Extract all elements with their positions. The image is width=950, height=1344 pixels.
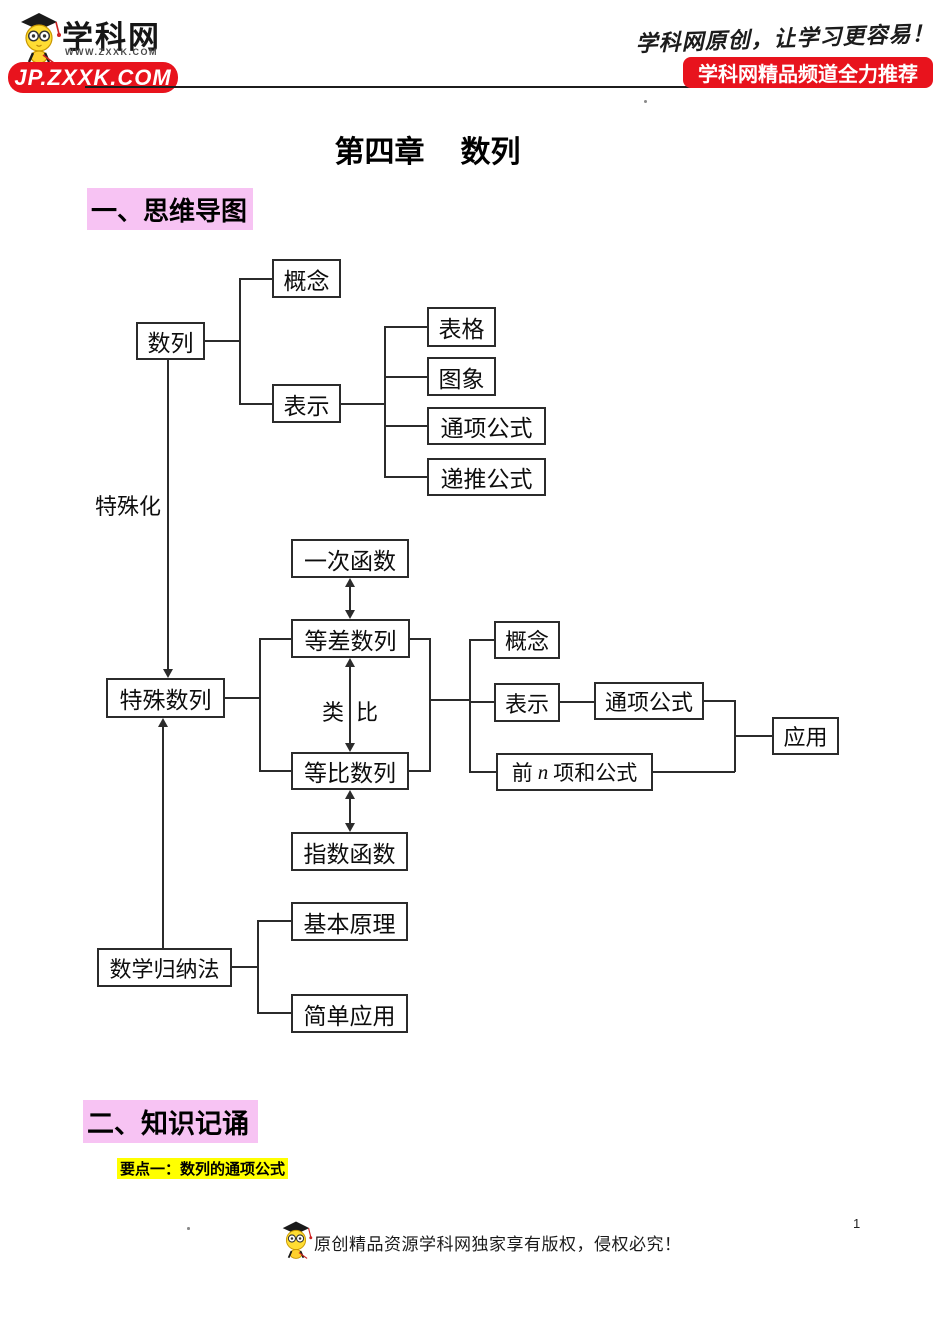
- mindmap-node-basic-principle: 基本原理: [291, 902, 408, 941]
- connector-line: [257, 1012, 291, 1014]
- mindmap-node-geometric-sequence: 等比数列: [291, 752, 409, 790]
- edge-label-analogy-right: 比: [356, 700, 379, 725]
- connector-line: [409, 770, 430, 772]
- connector-line: [239, 278, 272, 280]
- arrow-up-icon: [158, 718, 168, 727]
- mindmap-node-general-formula-right: 通项公式: [594, 682, 704, 720]
- copyright-notice: 原创精品资源学科网独家享有版权，侵权必究！: [314, 1235, 682, 1254]
- connector-line: [734, 735, 772, 737]
- connector-line: [257, 920, 259, 1014]
- header-slogan: 学科网原创，让学习更容易！: [635, 20, 935, 57]
- mindmap-node-recursive-formula: 递推公式: [427, 458, 546, 496]
- owl-mascot-icon: [282, 1221, 313, 1259]
- jp-zxxk-banner: JP.ZXXK.COM: [8, 62, 178, 93]
- section-heading-knowledge: 二、知识记诵: [83, 1100, 258, 1143]
- arrow-down-icon: [163, 669, 173, 678]
- stray-mark: [187, 1227, 190, 1230]
- connector-line: [384, 326, 386, 478]
- page-title-subject: 数列: [460, 136, 521, 169]
- edge-label-analogy-left: 类: [322, 700, 345, 725]
- connector-line: [429, 638, 431, 772]
- mindmap-node-sum-formula: 前 n 项和公式: [496, 753, 653, 791]
- connector-line: [469, 701, 494, 703]
- mindmap-node-mathematical-induction: 数学归纳法: [97, 948, 232, 987]
- connector-line: [239, 278, 241, 405]
- edge-label-specialization: 特殊化: [95, 494, 162, 519]
- header-divider: [85, 86, 863, 88]
- connector-line: [349, 585, 351, 611]
- connector-line: [259, 638, 261, 772]
- mindmap-node-representation: 表示: [272, 384, 341, 423]
- section-heading-mindmap: 一、思维导图: [87, 188, 253, 230]
- connector-line: [162, 726, 164, 948]
- connector-line: [469, 639, 494, 641]
- mindmap-node-linear-function: 一次函数: [291, 539, 409, 578]
- arrow-down-icon: [345, 743, 355, 752]
- arrow-up-icon: [345, 790, 355, 799]
- mindmap-node-exponential-function: 指数函数: [291, 832, 408, 871]
- connector-line: [232, 966, 258, 968]
- stray-mark: [644, 100, 647, 103]
- connector-line: [167, 360, 169, 670]
- connector-line: [429, 699, 470, 701]
- mindmap-node-special-sequences: 特殊数列: [106, 678, 225, 718]
- keypoint-highlight: 要点一：数列的通项公式: [117, 1158, 289, 1179]
- mindmap-node-general-formula: 通项公式: [427, 407, 546, 445]
- connector-line: [341, 403, 385, 405]
- promo-banner: 学科网精品频道全力推荐: [683, 57, 933, 88]
- connector-line: [259, 770, 291, 772]
- sum-formula-n-variable: n: [537, 759, 549, 784]
- connector-line: [239, 403, 272, 405]
- connector-line: [384, 376, 427, 378]
- page-title: 第四章 数列: [0, 127, 855, 171]
- page-title-chapter: 第四章: [334, 136, 425, 169]
- owl-mascot-icon: [21, 13, 61, 64]
- connector-line: [257, 920, 291, 922]
- connector-line: [469, 639, 471, 773]
- mindmap-node-table: 表格: [427, 307, 496, 347]
- connector-line: [259, 638, 291, 640]
- connector-line: [384, 425, 427, 427]
- arrow-down-icon: [345, 823, 355, 832]
- connector-line: [469, 771, 496, 773]
- site-logo-url: WWW.ZXXK.COM: [65, 47, 158, 57]
- mindmap-node-graph: 图象: [427, 357, 496, 396]
- connector-line: [384, 476, 427, 478]
- connector-line: [704, 700, 735, 702]
- connector-line: [410, 638, 430, 640]
- mindmap-node-concept: 概念: [272, 259, 341, 298]
- page-number: 1: [853, 1216, 861, 1231]
- sum-formula-prefix: 前: [511, 761, 533, 785]
- mindmap-node-simple-application: 简单应用: [291, 994, 408, 1033]
- mindmap-node-representation-right: 表示: [494, 683, 560, 722]
- connector-line: [384, 326, 427, 328]
- sum-formula-suffix: 项和公式: [553, 761, 638, 785]
- connector-line: [560, 701, 594, 703]
- site-logo-text: 学科网: [62, 20, 161, 55]
- connector-line: [349, 797, 351, 825]
- arrow-down-icon: [345, 610, 355, 619]
- mindmap-node-arithmetic-sequence: 等差数列: [291, 619, 410, 658]
- connector-line: [225, 697, 260, 699]
- connector-line: [653, 771, 735, 773]
- connector-line: [205, 340, 240, 342]
- mindmap-node-sequence: 数列: [136, 322, 205, 360]
- arrow-up-icon: [345, 658, 355, 667]
- connector-line: [349, 665, 351, 745]
- mindmap-node-concept-right: 概念: [494, 621, 560, 659]
- arrow-up-icon: [345, 578, 355, 587]
- mindmap-node-application: 应用: [772, 717, 839, 755]
